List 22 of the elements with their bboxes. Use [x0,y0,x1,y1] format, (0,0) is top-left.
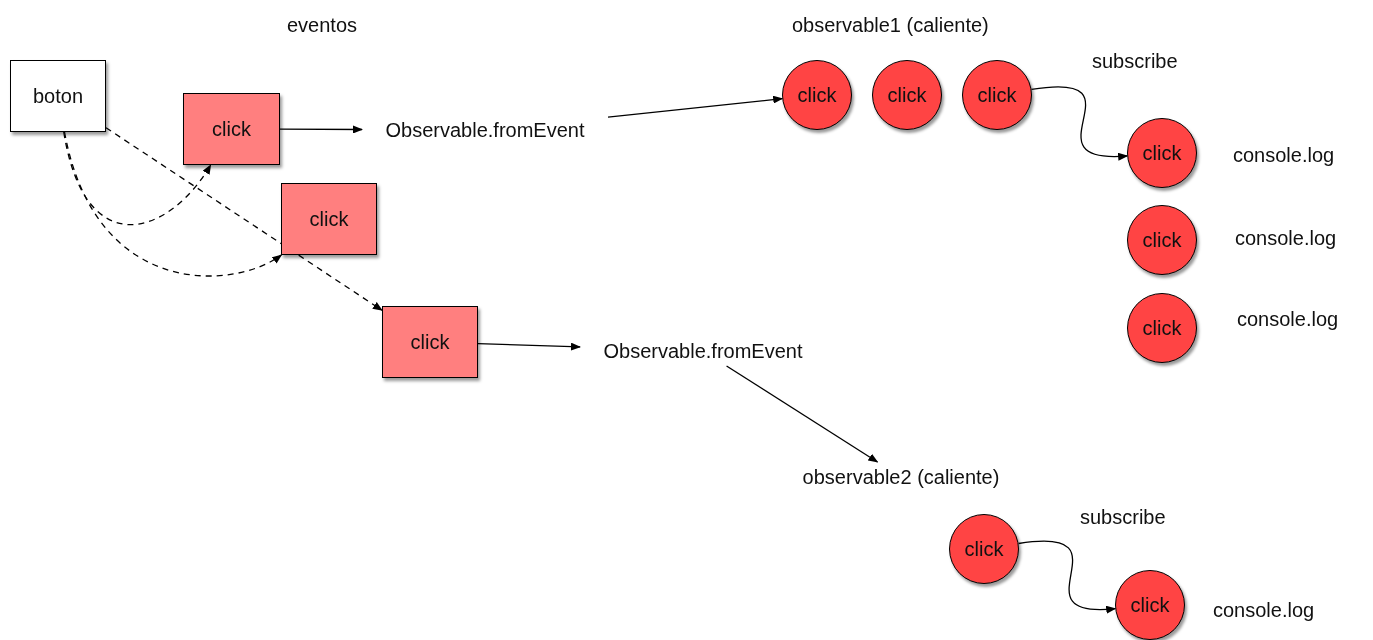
output-text: console.log [1213,598,1315,623]
arrow [607,95,784,118]
arrow [477,342,581,351]
operator-text: Observable.fromEvent [580,336,826,366]
button-box: boton [10,60,106,132]
arrow [1030,86,1129,161]
heading-label: observable1 (caliente) [792,13,989,38]
event-box: click [382,306,478,378]
output-text: console.log [1237,307,1339,332]
dashed-arrow [105,127,383,311]
output-text: console.log [1235,226,1337,251]
dashed-arrow [63,131,212,226]
operator-text: Observable.fromEvent [362,115,608,145]
event-box: click [281,183,377,255]
heading-label: eventos [287,13,358,38]
arrow [279,125,363,134]
dashed-arrow [63,131,283,277]
arrow [1017,540,1117,614]
arrow [725,365,879,463]
output-text: console.log [1233,143,1335,168]
event-box: click [183,93,280,165]
operator-text: observable2 (caliente) [780,462,1022,492]
